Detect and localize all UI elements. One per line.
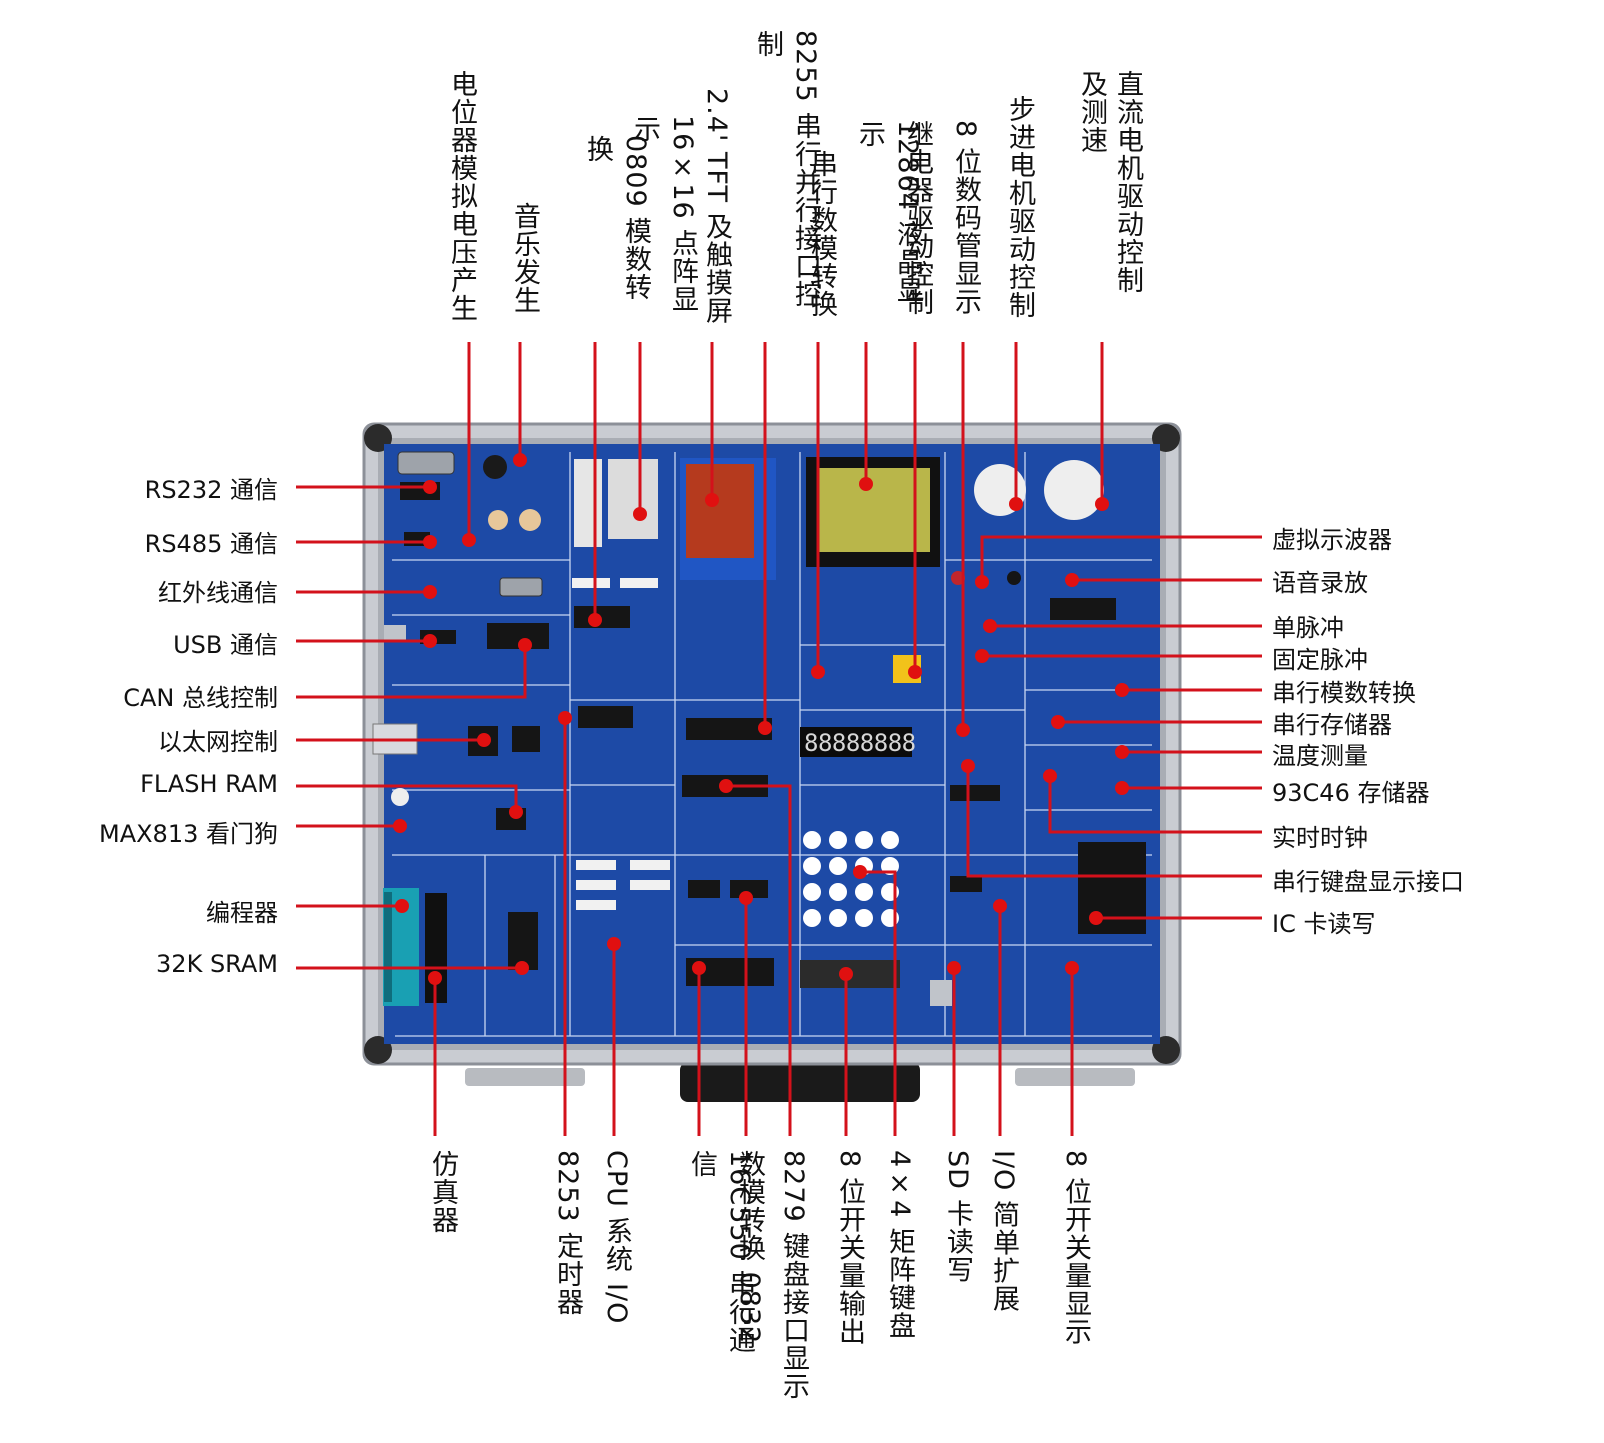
label-8253: 8253 定时器 — [552, 1150, 583, 1317]
label-8255: 8255 串行并行接口控制 — [752, 30, 821, 309]
label-sdac: 串行数模转换 — [806, 150, 837, 318]
tft-screen — [686, 464, 754, 558]
seg-display — [800, 727, 912, 757]
label-flash: FLASH RAM — [140, 770, 278, 798]
label-icc: IC 卡读写 — [1272, 910, 1376, 938]
case-handle — [680, 1062, 920, 1102]
label-sadc: 串行模数转换 — [1272, 679, 1416, 707]
connector-strip-2 — [620, 578, 658, 588]
label-single: 单脉冲 — [1272, 614, 1344, 642]
label-sw8out: 8 位开关量输出 — [834, 1150, 865, 1346]
label-cpuio: CPU 系统 I/O — [601, 1150, 632, 1325]
ic-0832 — [688, 880, 720, 898]
cpu-io-connector-5 — [630, 880, 670, 890]
buzzer — [391, 788, 409, 806]
label-sd: SD 卡读写 — [942, 1150, 973, 1284]
label-16c550: 16C550 串行通信 — [686, 1150, 755, 1355]
ic-0832-2 — [730, 880, 768, 898]
label-8279: 8279 键盘接口显示 — [778, 1150, 809, 1401]
label-music: 音乐发生 — [509, 202, 540, 314]
label-tft: 2.4' TFT 及触摸屏 — [701, 88, 732, 325]
label-kbd44: 4×4 矩阵键盘 — [884, 1150, 915, 1340]
label-voice: 语音录放 — [1272, 569, 1368, 597]
label-lcd12864: 12864 液晶显示 — [854, 120, 923, 305]
leader-dots — [393, 453, 1129, 985]
label-eth: 以太网控制 — [158, 728, 278, 756]
ic-io-ext — [950, 876, 982, 892]
label-sram: 32K SRAM — [156, 950, 278, 978]
zif-lever — [384, 892, 392, 1002]
usb-port — [384, 625, 406, 641]
ic-sram — [508, 912, 538, 970]
pot-knob-1 — [488, 510, 508, 530]
case-hinge-left — [465, 1068, 585, 1086]
ic-voice — [1050, 598, 1116, 620]
db9-connector — [397, 451, 455, 475]
ic-serial-kbd — [950, 785, 1000, 801]
ic-card-socket — [1078, 842, 1146, 934]
connector-strip-1 — [572, 578, 610, 588]
label-scope: 虚拟示波器 — [1272, 526, 1392, 554]
cpu-io-connector-2 — [576, 880, 616, 890]
case-hinge-right — [1015, 1068, 1135, 1086]
label-smem: 串行存储器 — [1272, 711, 1392, 739]
ic-8253 — [578, 706, 633, 728]
label-rs232: RS232 通信 — [144, 476, 278, 504]
label-rs485: RS485 通信 — [144, 530, 278, 558]
leader-lines — [296, 342, 1262, 1136]
pot-knob-2 — [519, 509, 541, 531]
label-0832: 数模转换 0832 — [734, 1150, 765, 1345]
cpu-io-connector-1 — [576, 860, 616, 870]
label-temp: 温度测量 — [1272, 742, 1368, 770]
label-ir: 红外线通信 — [158, 579, 278, 607]
label-dcmotor-speed: 及测速 — [1076, 70, 1107, 154]
keypad-4x4 — [803, 831, 899, 927]
breadboard — [574, 459, 602, 547]
ic-can — [487, 623, 549, 649]
sd-slot — [930, 980, 952, 1006]
db9-connector-2 — [499, 577, 543, 597]
label-max813: MAX813 看门狗 — [98, 820, 278, 848]
label-93c46: 93C46 存储器 — [1272, 779, 1430, 807]
ic-0809 — [574, 606, 630, 628]
dc-motor — [1044, 460, 1104, 520]
label-dot16: 16×16 点阵显示 — [629, 115, 698, 314]
label-dcmotor: 直流电机驱动控制 — [1112, 70, 1143, 294]
label-pot: 电位器模拟电压产生 — [446, 70, 477, 322]
ic-eth-2 — [512, 726, 540, 752]
label-emu: 仿真器 — [427, 1150, 458, 1234]
seg-digits: 88888888 — [804, 729, 916, 757]
speaker-cap — [483, 455, 507, 479]
label-fixed: 固定脉冲 — [1272, 646, 1368, 674]
label-stepper: 步进电机驱动控制 — [1004, 95, 1035, 319]
label-ioext: I/O 简单扩展 — [988, 1150, 1019, 1313]
scope-jack-black — [1007, 571, 1021, 585]
dot-matrix-module — [608, 459, 658, 539]
label-can: CAN 总线控制 — [123, 684, 278, 712]
lcd-12864-screen — [818, 468, 930, 552]
cpu-io-connector-3 — [576, 900, 616, 910]
cpu-io-connector-4 — [630, 860, 670, 870]
label-prog: 编程器 — [206, 899, 278, 927]
label-sw8disp: 8 位开关量显示 — [1060, 1150, 1091, 1346]
label-skbd: 串行键盘显示接口 — [1272, 868, 1464, 896]
label-relay: 继电器驱动控制 — [902, 120, 933, 316]
label-rtc: 实时时钟 — [1272, 824, 1368, 852]
ic-8255 — [686, 718, 772, 740]
label-usb: USB 通信 — [173, 631, 278, 659]
label-adc0809: 0809 模数转换 — [582, 135, 651, 302]
label-seg8: 8 位数码管显示 — [950, 120, 981, 316]
